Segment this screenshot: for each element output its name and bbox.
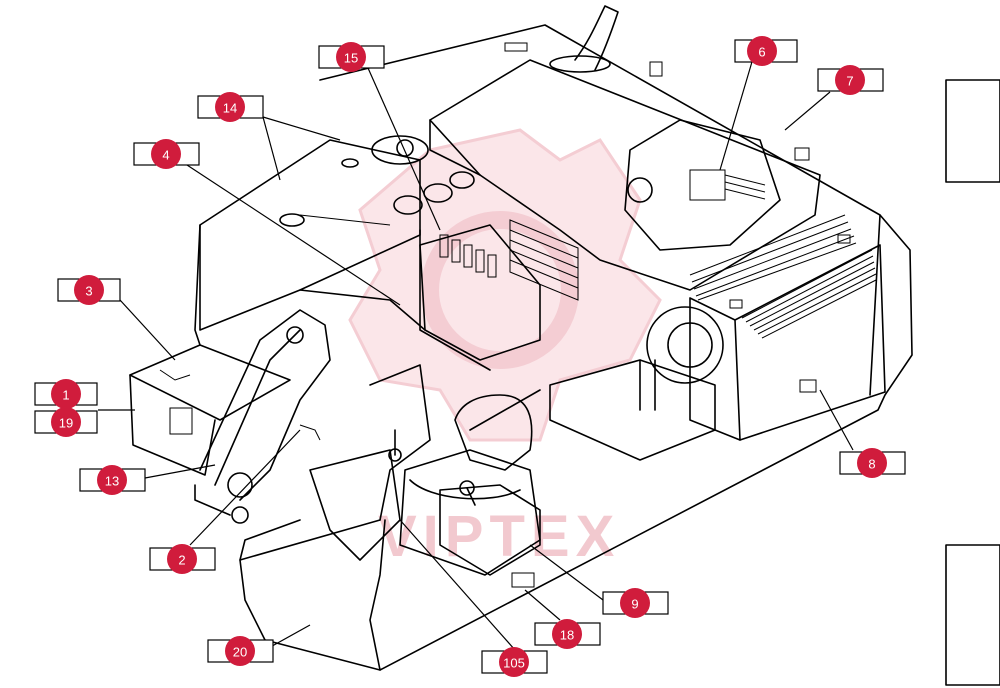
- callout-number: 6: [758, 45, 765, 60]
- callout-number: 8: [868, 457, 875, 472]
- callout-dot: [552, 619, 582, 649]
- callout-number: 4: [162, 148, 169, 163]
- callout-dot: [151, 139, 181, 169]
- callout-105: 105: [481, 647, 548, 677]
- right-grille: [741, 249, 877, 339]
- callout-dot: [747, 36, 777, 66]
- callout-19: 19: [34, 407, 98, 437]
- callouts: 1 19 3 4 14 15 6 7 8 13 2 20 105 18 9: [34, 36, 906, 677]
- top-grille: [689, 214, 857, 301]
- callout-dot: [74, 275, 104, 305]
- engine-grille: [509, 219, 579, 301]
- callout-dot: [499, 647, 529, 677]
- callout-number: 15: [344, 51, 358, 66]
- callout-dot: [51, 379, 81, 409]
- callout-number: 19: [59, 416, 73, 431]
- callout-8: 8: [839, 448, 906, 478]
- callout-dot: [225, 636, 255, 666]
- callout-number: 3: [85, 284, 92, 299]
- callout-number: 13: [105, 474, 119, 489]
- leader-lines: [98, 54, 854, 651]
- callout-3: 3: [57, 275, 121, 305]
- callout-dot: [51, 407, 81, 437]
- callout-18: 18: [534, 619, 601, 649]
- callout-number: 9: [631, 597, 638, 612]
- callout-number: 18: [560, 628, 574, 643]
- callout-number: 105: [503, 656, 525, 671]
- watermark-text: VIPTEX: [378, 504, 620, 569]
- callout-dot: [97, 465, 127, 495]
- callout-number: 14: [223, 101, 237, 116]
- callout-dot: [620, 588, 650, 618]
- callout-number: 2: [178, 553, 185, 568]
- callout-6: 6: [734, 36, 798, 66]
- side-box-top: [945, 79, 1000, 183]
- callout-number: 20: [233, 645, 247, 660]
- callout-2: 2: [149, 544, 216, 574]
- callout-dot: [336, 42, 366, 72]
- callout-dot: [167, 544, 197, 574]
- callout-15: 15: [318, 42, 385, 72]
- callout-7: 7: [817, 65, 884, 95]
- callout-13: 13: [79, 465, 146, 495]
- callout-dot: [215, 92, 245, 122]
- callout-dot: [835, 65, 865, 95]
- machine-outline: [129, 5, 1000, 686]
- callout-number: 7: [846, 74, 853, 89]
- callout-14: 14: [197, 92, 264, 122]
- callout-1: 1: [34, 379, 98, 409]
- side-box-bottom: [945, 544, 1000, 686]
- watermark: VIPTEX: [348, 128, 662, 569]
- callout-dot: [857, 448, 887, 478]
- callout-number: 1: [62, 388, 69, 403]
- callout-20: 20: [207, 636, 274, 666]
- callout-4: 4: [133, 139, 200, 169]
- callout-9: 9: [602, 588, 669, 618]
